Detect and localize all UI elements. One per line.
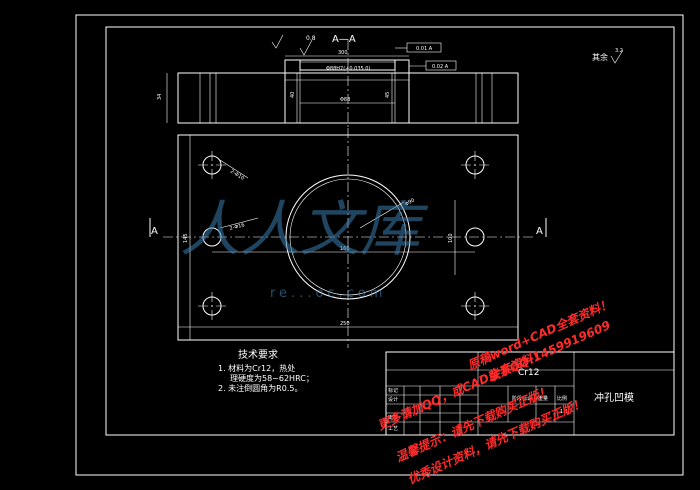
tech-item-2: 理硬度为58~62HRC； xyxy=(230,373,314,383)
section-label: A—A xyxy=(332,34,356,45)
dim-small-hole: 2-Φ10 xyxy=(229,169,245,182)
outer-frame xyxy=(75,14,684,476)
tech-notes: 技术要求 1. 材料为Cr12，热处 理硬度为58~62HRC； 2. 未注倒圆… xyxy=(218,348,314,393)
title-material: Cr12 xyxy=(518,368,539,378)
tech-title: 技术要求 xyxy=(238,348,278,361)
dim-plan-width: 250 xyxy=(340,321,350,327)
section-mark-left: A xyxy=(151,226,158,237)
section-view: A—A 300 Φ88H7(+0.035 0) Φ88 34 40 45 0.8… xyxy=(157,34,624,130)
promo-overlay: 更多请加QQ，或CAD全套资料！ 原稿word+CAD全套资料！ 联系QQ:14… xyxy=(376,297,614,487)
title-label-weight: 重量 xyxy=(538,395,548,402)
title-label-scale: 比例 xyxy=(557,395,567,402)
dim-inner: Φ88 xyxy=(340,97,350,103)
dim-plan-inner-width: 166 xyxy=(340,246,350,252)
dim-height-left: 34 xyxy=(157,94,163,100)
section-mark-right: A xyxy=(536,226,543,237)
gdt-top: 0.01 A xyxy=(416,46,433,52)
tech-item-1: 1. 材料为Cr12，热处 xyxy=(218,363,295,373)
title-label-design: 设计 xyxy=(388,396,398,403)
roughness-rest-label: 其余 xyxy=(592,52,608,62)
dim-height-right: 45 xyxy=(385,92,391,98)
dim-hole-dia: 2-Φ16 xyxy=(229,222,245,232)
title-block: Cr12 冲孔凹模 1:1 标记 设计 审核 工艺 阶段标记 重量 比例 xyxy=(385,351,675,436)
dim-height-mid: 40 xyxy=(290,92,296,98)
title-label-process: 工艺 xyxy=(388,426,398,432)
roughness-top: 0.8 xyxy=(306,35,316,42)
dim-plan-inner: 100 xyxy=(448,233,454,243)
watermark-url: re...oc.com xyxy=(270,286,386,301)
title-part-name: 冲孔凹模 xyxy=(594,391,634,404)
dim-big-bore: Φ90 xyxy=(404,197,416,207)
dim-top-width: 300 xyxy=(338,50,348,56)
dim-plan-height: 145 xyxy=(183,233,189,243)
watermark: 人人文库 re...oc.com xyxy=(180,195,429,301)
tech-item-3: 2. 未注倒圆角为R0.5。 xyxy=(218,383,302,393)
watermark-logo: 人人文库 xyxy=(180,195,429,265)
title-row-1: 标记 xyxy=(388,387,398,394)
plan-view: 145 100 250 166 2-Φ16 2-Φ10 Φ90 A A xyxy=(149,128,547,348)
title-label-stage: 阶段标记 xyxy=(512,395,532,402)
roughness-rest-value: 3.2 xyxy=(615,48,623,54)
dim-bore: Φ88H7(+0.035 0) xyxy=(326,66,370,72)
gdt-bottom: 0.02 A xyxy=(432,64,449,70)
title-scale: 1:1 xyxy=(560,409,568,415)
title-label-review: 审核 xyxy=(388,414,398,421)
